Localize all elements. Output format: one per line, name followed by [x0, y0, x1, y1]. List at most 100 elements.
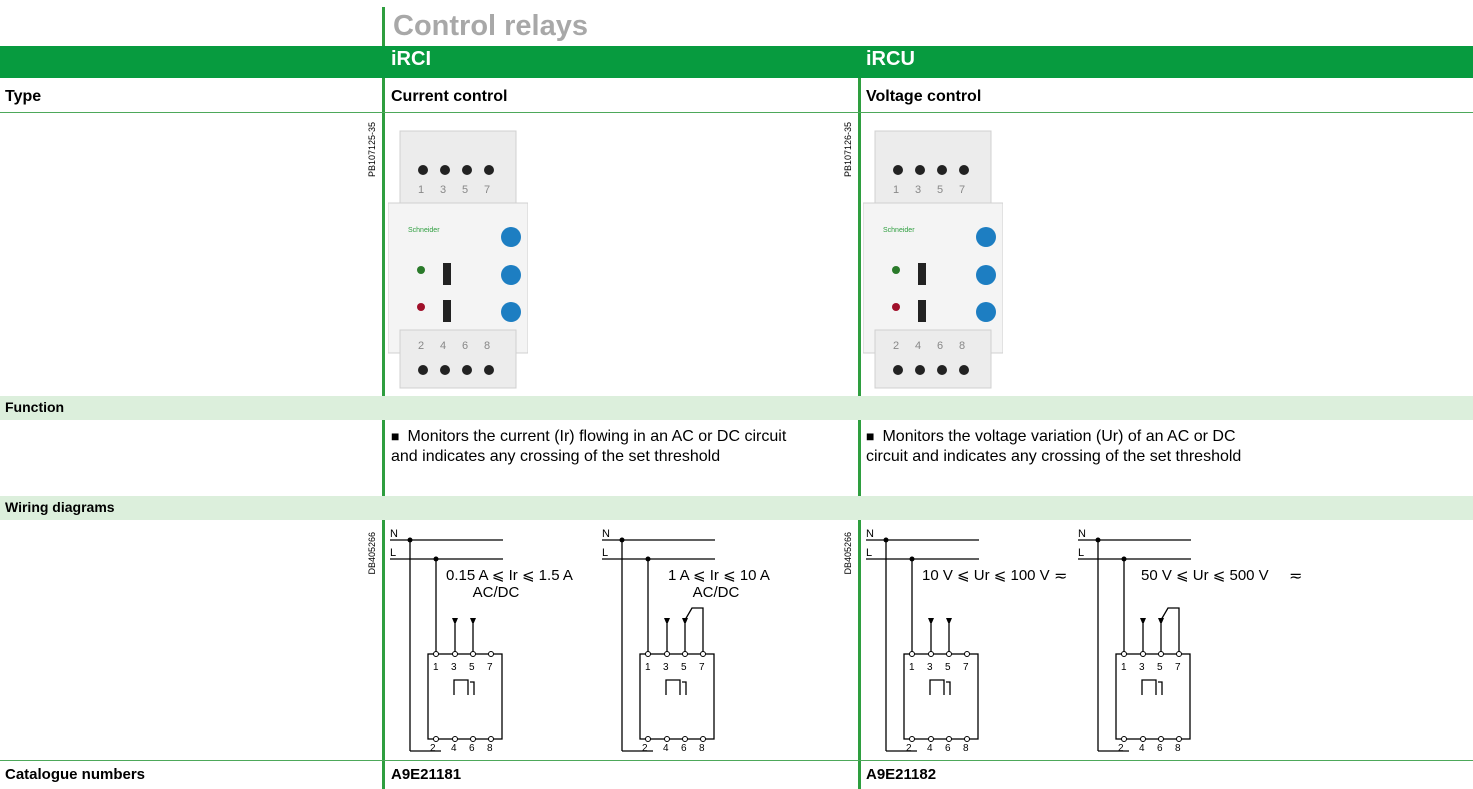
ac-dc-symbol-icon: ≂ — [1289, 568, 1302, 585]
terminal-3: 3 — [927, 662, 933, 673]
function-line2-ircі: and indicates any crossing of the set th… — [391, 448, 721, 465]
device-terminal-top-5: 5 — [937, 184, 943, 196]
row-label-wiring: Wiring diagrams — [5, 499, 115, 515]
terminal-6: 6 — [945, 743, 951, 754]
terminal-3: 3 — [1139, 662, 1145, 673]
terminal-7: 7 — [487, 662, 493, 673]
catalogue-number-ircu: A9E21182 — [866, 766, 937, 783]
terminal-6: 6 — [1157, 743, 1163, 754]
column-name-ircі: iRCI — [391, 48, 431, 70]
terminal-1: 1 — [909, 662, 915, 673]
terminal-2: 2 — [430, 743, 436, 754]
line-label: L — [602, 547, 608, 559]
device-terminal-bottom-6: 6 — [462, 340, 468, 352]
range-label: 0.15 A ⩽ Ir ⩽ 1.5 A — [446, 567, 573, 584]
row-label-function: Function — [5, 399, 65, 415]
device-brand-logo: Schneider — [408, 227, 440, 234]
terminal-6: 6 — [469, 743, 475, 754]
terminal-7: 7 — [699, 662, 705, 673]
row-label-catalogue: Catalogue numbers — [5, 766, 146, 783]
bullet-icon: ■ — [391, 428, 400, 444]
terminal-5: 5 — [1157, 662, 1163, 673]
terminal-2: 2 — [642, 743, 648, 754]
range-label: 1 A ⩽ Ir ⩽ 10 A — [668, 567, 770, 584]
neutral-label: N — [602, 528, 610, 540]
terminal-4: 4 — [1139, 743, 1145, 754]
terminal-7: 7 — [1175, 662, 1181, 673]
terminal-4: 4 — [663, 743, 669, 754]
device-terminal-bottom-8: 8 — [959, 340, 965, 352]
terminal-8: 8 — [699, 743, 705, 754]
terminal-8: 8 — [1175, 743, 1181, 754]
relay-device-image-ircu: 1 3 5 7 Schneider 2 4 6 8 — [863, 130, 1003, 389]
column-header-row: iRCI iRCU — [0, 46, 1473, 78]
terminal-4: 4 — [451, 743, 457, 754]
terminal-5: 5 — [945, 662, 951, 673]
current-type-label: AC/DC — [693, 584, 740, 601]
terminal-2: 2 — [906, 743, 912, 754]
device-terminal-bottom-8: 8 — [484, 340, 490, 352]
wiring-diagram-ircі-2: N L 1 A ⩽ Ir ⩽ 10 A AC/DC 1 3 5 7 2 4 6 … — [602, 528, 770, 754]
range-label: 10 V ⩽ Ur ⩽ 100 V — [922, 567, 1050, 584]
device-brand-logo: Schneider — [883, 227, 915, 234]
device-terminal-top-7: 7 — [484, 184, 490, 196]
device-terminal-bottom-4: 4 — [440, 340, 446, 352]
line-label: L — [390, 547, 396, 559]
device-terminal-top-3: 3 — [915, 184, 921, 196]
device-terminal-top-3: 3 — [440, 184, 446, 196]
type-ircі: Current control — [391, 88, 508, 105]
device-terminal-bottom-2: 2 — [418, 340, 424, 352]
neutral-label: N — [1078, 528, 1086, 540]
device-terminal-bottom-2: 2 — [893, 340, 899, 352]
terminal-1: 1 — [433, 662, 439, 673]
section-band-wiring: Wiring diagrams — [0, 496, 1473, 520]
row-separator — [0, 112, 1473, 113]
diagram-ref-ircu: DB405266 — [843, 532, 853, 575]
function-text-ircu: ■Monitors the voltage variation (Ur) of … — [866, 426, 1326, 467]
section-band-function: Function — [0, 396, 1473, 420]
wiring-diagram-ircu-1: N L 10 V ⩽ Ur ⩽ 100 V ≂ 1 3 5 7 2 4 6 8 — [866, 528, 1067, 754]
terminal-4: 4 — [927, 743, 933, 754]
device-terminal-top-1: 1 — [893, 184, 899, 196]
device-terminal-bottom-4: 4 — [915, 340, 921, 352]
row-separator-catalogue — [0, 760, 1473, 761]
ac-dc-symbol-icon: ≂ — [1054, 568, 1067, 585]
row-label-type: Type — [5, 88, 42, 105]
line-label: L — [1078, 547, 1084, 559]
photo-ref-ircu: PB107126-35 — [843, 122, 853, 178]
terminal-8: 8 — [487, 743, 493, 754]
device-terminal-top-1: 1 — [418, 184, 424, 196]
terminal-1: 1 — [1121, 662, 1127, 673]
type-ircu: Voltage control — [866, 88, 982, 105]
device-terminal-bottom-6: 6 — [937, 340, 943, 352]
terminal-3: 3 — [663, 662, 669, 673]
range-label: 50 V ⩽ Ur ⩽ 500 V — [1141, 567, 1269, 584]
neutral-label: N — [866, 528, 874, 540]
terminal-8: 8 — [963, 743, 969, 754]
terminal-5: 5 — [681, 662, 687, 673]
terminal-5: 5 — [469, 662, 475, 673]
device-terminal-top-5: 5 — [462, 184, 468, 196]
relay-device-body: 1 3 5 7 Schneider 2 4 6 8 — [388, 130, 528, 389]
device-terminal-top-7: 7 — [959, 184, 965, 196]
neutral-label: N — [390, 528, 398, 540]
terminal-3: 3 — [451, 662, 457, 673]
relay-device-body: 1 3 5 7 Schneider 2 4 6 8 — [863, 130, 1003, 389]
function-line1-ircu: ■Monitors the voltage variation (Ur) of … — [866, 428, 1236, 445]
page-title: Control relays — [393, 10, 588, 42]
wiring-diagram-ircu-2: N L 50 V ⩽ Ur ⩽ 500 V ≂ 1 3 5 7 2 4 6 8 — [1078, 528, 1302, 754]
terminal-2: 2 — [1118, 743, 1124, 754]
wiring-diagram-ircі-1: N L 0.15 A ⩽ Ir ⩽ 1.5 A AC/DC 1 3 5 7 2 … — [390, 528, 573, 754]
column-name-ircu: iRCU — [866, 48, 915, 70]
catalogue-number-ircі: A9E21181 — [391, 766, 462, 783]
current-type-label: AC/DC — [473, 584, 520, 601]
function-line2-ircu: circuit and indicates any crossing of th… — [866, 448, 1242, 465]
photo-ref-ircі: PB107125-35 — [367, 122, 377, 178]
function-text-ircі: ■Monitors the current (Ir) flowing in an… — [391, 426, 851, 467]
relay-device-image-ircі: 1 3 5 7 Schneider 2 4 6 8 — [388, 130, 528, 389]
terminal-1: 1 — [645, 662, 651, 673]
terminal-7: 7 — [963, 662, 969, 673]
diagram-ref-ircі: DB405266 — [367, 532, 377, 575]
bullet-icon: ■ — [866, 428, 875, 444]
line-label: L — [866, 547, 872, 559]
